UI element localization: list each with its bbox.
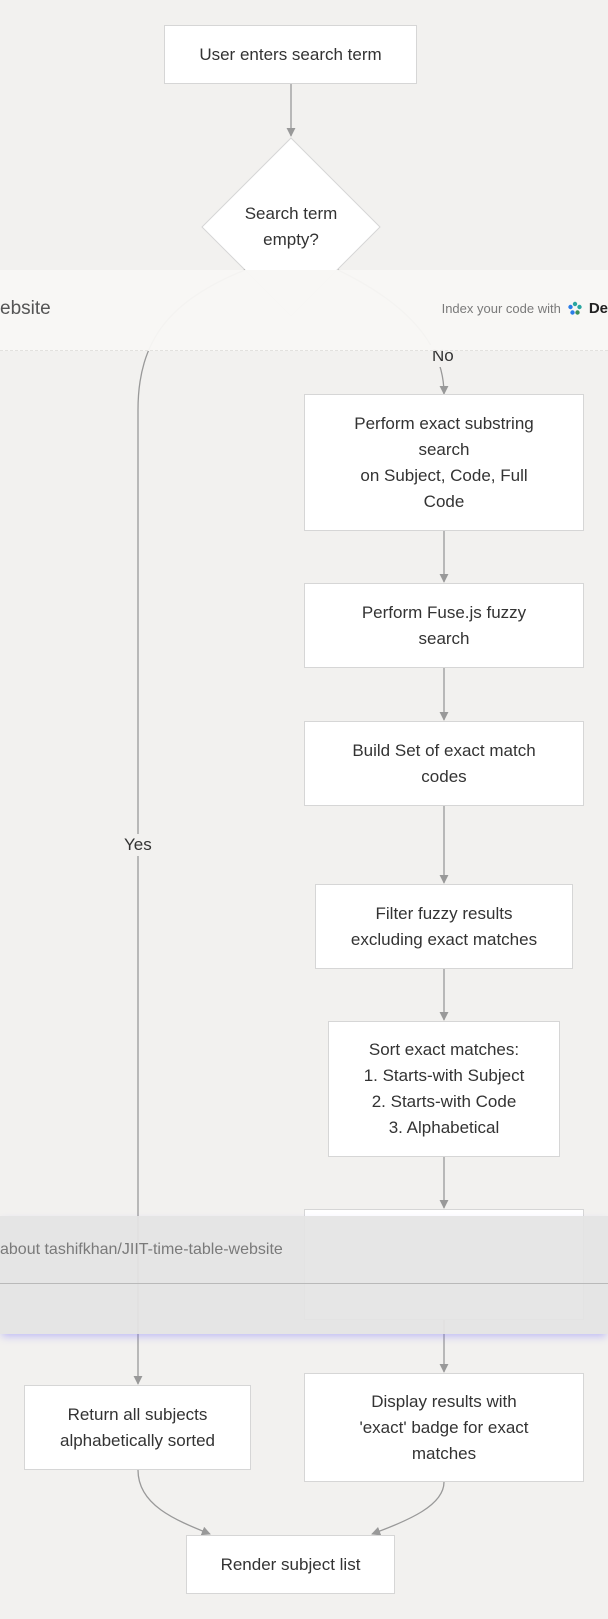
brand-name-fragment: De [588,300,608,317]
node-build-exact-set: Build Set of exact match codes [304,721,584,806]
node-user-enters-search-term: User enters search term [164,25,417,84]
node-render-subject-list: Render subject list [186,1535,395,1594]
edge-display-render [371,1481,445,1536]
node-fuse-fuzzy-search: Perform Fuse.js fuzzy search [304,583,584,668]
node-exact-substring-search: Perform exact substring search on Subjec… [304,394,584,531]
ask-input[interactable]: about tashifkhan/JIIT-time-table-website [0,1216,608,1284]
edge-label-yes: Yes [122,834,154,856]
index-prompt-text: Index your code with [441,301,561,316]
repo-header-bar: ebsite Index your code with De [0,270,608,351]
node-display-results: Display results with 'exact' badge for e… [304,1373,584,1482]
index-code-link[interactable]: Index your code with De [442,300,608,317]
node-return-all-subjects: Return all subjects alphabetically sorte… [24,1385,251,1470]
node-filter-fuzzy-results: Filter fuzzy results excluding exact mat… [315,884,573,969]
ask-question-bar: about tashifkhan/JIIT-time-table-website [0,1216,608,1334]
repo-title[interactable]: ebsite [0,298,51,319]
node-sort-exact-matches: Sort exact matches: 1. Starts-with Subje… [328,1021,560,1157]
node-search-term-empty: Search term empty? [244,204,338,249]
edge-return-render [137,1469,211,1536]
deepwiki-logo-icon [568,301,582,315]
